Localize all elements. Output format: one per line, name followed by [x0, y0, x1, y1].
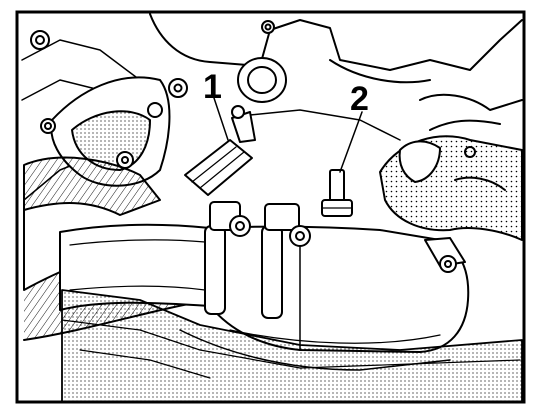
- pipe-clamp: [204, 201, 251, 315]
- engine-port: [237, 57, 287, 103]
- coolant-pipe: [419, 93, 523, 131]
- callout-label-2: 2: [350, 80, 369, 118]
- pipe-clamp: [424, 237, 466, 273]
- oxygen-sensor-2: [321, 169, 353, 217]
- oxygen-sensor-1: [184, 105, 256, 196]
- pipe-clamp: [261, 203, 311, 319]
- mounting-bolt: [261, 20, 275, 34]
- coolant-hose: [379, 135, 523, 241]
- heat-shield: [61, 289, 523, 403]
- callout-leader-1: [213, 97, 229, 141]
- mounting-bolt: [30, 30, 50, 50]
- callout-label-1: 1: [203, 68, 222, 106]
- callout-leader-2: [339, 111, 363, 173]
